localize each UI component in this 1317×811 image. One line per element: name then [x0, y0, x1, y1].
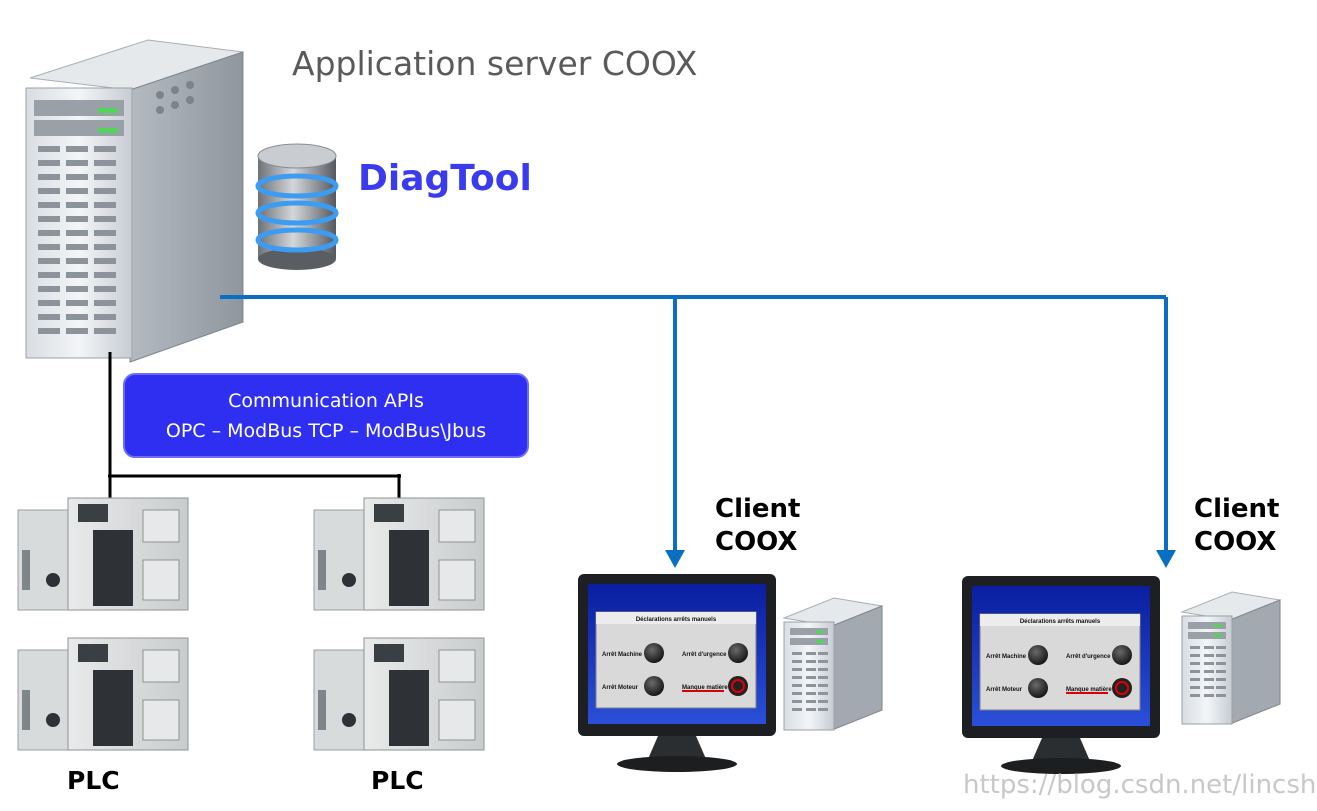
client-label-line2: COOX	[1194, 527, 1277, 557]
plc-unit-icon	[17, 637, 189, 751]
screen-button-label: Arrêt d'urgence	[1066, 654, 1111, 660]
client-label-line1: Client	[1194, 494, 1280, 524]
watermark-text: https://blog.csdn.net/lincshao	[963, 770, 1317, 800]
client-workstation: Déclarations arrêts manuels Arrêt Machin…	[962, 576, 1282, 774]
screen-button-label: Arrêt Moteur	[602, 685, 639, 691]
server-tower-icon	[1180, 591, 1282, 725]
monitor-icon: Déclarations arrêts manuels Arrêt Machin…	[962, 576, 1160, 774]
arrow-down-icon	[665, 550, 685, 568]
server-tower-icon	[782, 597, 884, 731]
plc-label: PLC	[371, 766, 424, 795]
client-workstation: Déclarations arrêts manuels Arrêt Machin…	[578, 574, 884, 772]
arrow-down-icon	[1156, 550, 1176, 568]
database-icon	[255, 143, 339, 270]
database-label: DiagTool	[358, 158, 532, 199]
screen-title: Déclarations arrêts manuels	[1020, 619, 1101, 625]
plc-unit-icon	[313, 497, 485, 611]
client-label-line2: COOX	[715, 527, 798, 557]
screen-button-label: Arrêt Machine	[986, 654, 1027, 660]
server-tower-icon	[25, 39, 244, 363]
comm-box-protocols: OPC – ModBus TCP – ModBus\Jbus	[165, 419, 487, 442]
plc-label: PLC	[67, 766, 120, 795]
screen-button-label: Manque matière	[1066, 687, 1112, 693]
screen-button-label: Arrêt Moteur	[986, 687, 1023, 693]
screen-title: Déclarations arrêts manuels	[636, 617, 717, 623]
client-label: Client COOX	[715, 493, 800, 559]
comm-box-title: Communication APIs	[228, 389, 424, 412]
client-label-line1: Client	[715, 494, 801, 524]
communication-apis-box: Communication APIs OPC – ModBus TCP – Mo…	[123, 373, 529, 458]
plc-unit-icon	[313, 637, 485, 751]
client-label: Client COOX	[1194, 493, 1279, 559]
screen-button-label: Manque matière	[682, 685, 728, 691]
screen-button-label: Arrêt d'urgence	[682, 652, 727, 658]
page-title: Application server COOX	[292, 44, 698, 83]
plc-unit-icon	[17, 497, 189, 611]
network-link	[220, 295, 1168, 556]
monitor-icon: Déclarations arrêts manuels Arrêt Machin…	[578, 574, 776, 772]
screen-button-label: Arrêt Machine	[602, 652, 643, 658]
